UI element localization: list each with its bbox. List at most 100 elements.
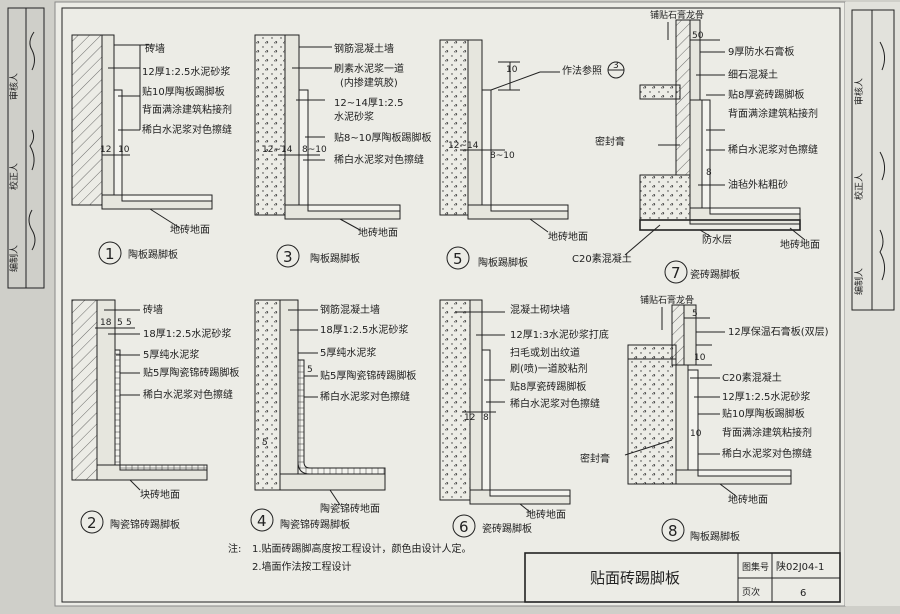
label: 12厚保温石膏板(双层) xyxy=(728,325,829,338)
detail-number: 4 xyxy=(257,512,267,530)
detail-caption: 瓷砖踢脚板 xyxy=(482,522,532,535)
atlas-number: 陕02J04-1 xyxy=(776,560,824,573)
signature xyxy=(29,31,35,71)
notes-prefix: 注: xyxy=(228,542,241,555)
detail-7: 铺贴石膏龙骨 50 9厚防水石膏板 细石混凝土 贴8厚瓷砖踢脚板 背面满涂建筑粘… xyxy=(572,9,820,284)
stamp-label: 审核人 xyxy=(8,73,20,100)
dimension: 5 xyxy=(117,318,123,328)
stamp-label: 编制人 xyxy=(853,268,865,295)
page-number: 6 xyxy=(800,588,806,599)
floor-label: 块砖地面 xyxy=(140,488,180,501)
label: 扫毛或划出纹道 xyxy=(510,346,580,359)
stamp-label: 编制人 xyxy=(8,245,20,272)
detail-number: 2 xyxy=(87,514,97,532)
dimension: 8 xyxy=(483,413,489,423)
detail-caption: 陶瓷锦砖踢脚板 xyxy=(280,518,350,531)
border-frame xyxy=(61,7,841,603)
detail-caption: 陶瓷锦砖踢脚板 xyxy=(110,518,180,531)
label: 贴10厚陶板踢脚板 xyxy=(142,85,225,98)
notes: 注: 1.贴面砖踢脚高度按工程设计，颜色由设计人定。 2.墙面作法按工程设计 xyxy=(228,542,472,573)
label: 刷(喷)一道胶粘剂 xyxy=(510,362,588,375)
stamp-label: 审核人 xyxy=(853,78,865,105)
stamp-label: 校正人 xyxy=(853,173,865,200)
detail-caption: 瓷砖踢脚板 xyxy=(690,268,740,281)
floor-label: 地砖地面 xyxy=(780,238,820,251)
detail-caption: 陶板踢脚板 xyxy=(128,248,178,261)
detail-1: 砖墙 12厚1:2.5水泥砂浆 贴10厚陶板踢脚板 背面满涂建筑粘接剂 稀白水泥… xyxy=(71,34,232,265)
floor-label: 地砖地面 xyxy=(358,226,398,239)
floor-label: 地砖地面 xyxy=(526,508,566,521)
label: 油毡外粘粗砂 xyxy=(728,178,788,191)
label: 细石混凝土 xyxy=(728,68,778,81)
label: 稀白水泥浆对色擦缝 xyxy=(320,390,410,403)
label: 稀白水泥浆对色擦缝 xyxy=(143,388,233,401)
detail-caption: 陶板踢脚板 xyxy=(310,252,360,265)
label: 稀白水泥浆对色擦缝 xyxy=(142,123,232,136)
top-label: 铺贴石膏龙骨 xyxy=(650,9,704,21)
stamp-label: 校正人 xyxy=(8,163,20,190)
signature xyxy=(29,129,35,171)
label: 钢筋混凝土墙 xyxy=(320,303,380,316)
label: 12厚1:3水泥砂浆打底 xyxy=(510,328,609,341)
detail-number: 8 xyxy=(668,522,678,540)
label: 贴5厚陶瓷锦砖踢脚板 xyxy=(320,369,416,382)
side-stamp-left: 编制人 校正人 审核人 xyxy=(7,7,45,289)
floor-label: 陶瓷锦砖地面 xyxy=(320,502,380,515)
atlas-label: 图集号 xyxy=(742,561,769,573)
label: 背面满涂建筑粘接剂 xyxy=(728,107,818,120)
label: 贴10厚陶板踢脚板 xyxy=(722,407,805,420)
label: 5厚纯水泥浆 xyxy=(320,346,376,359)
label: 水泥砂浆 xyxy=(334,110,374,123)
label: 砖墙 xyxy=(145,42,165,55)
label: 12厚1:2.5水泥砂浆 xyxy=(722,390,810,403)
dimension: 5 xyxy=(126,318,132,328)
signature xyxy=(28,209,36,251)
label: 贴5厚陶瓷锦砖踢脚板 xyxy=(143,366,239,379)
reference-number: 3 xyxy=(613,61,619,71)
dimension: 10 xyxy=(690,429,702,439)
label: 背面满涂建筑粘接剂 xyxy=(142,103,232,116)
dimension: 18 xyxy=(100,318,112,328)
label: 作法参照 xyxy=(562,64,602,77)
floor-label: 地砖地面 xyxy=(728,493,768,506)
dimension: 12~14 xyxy=(448,141,479,151)
label: C20素混凝土 xyxy=(722,371,782,384)
dimension: 10 xyxy=(118,145,130,155)
label: 贴8厚瓷砖踢脚板 xyxy=(728,88,804,101)
label: 稀白水泥浆对色擦缝 xyxy=(510,397,600,410)
label: 砖墙 xyxy=(143,303,163,316)
floor-label: 地砖地面 xyxy=(170,223,210,236)
label: 稀白水泥浆对色擦缝 xyxy=(728,143,818,156)
detail-number: 3 xyxy=(283,248,293,266)
detail-4: 钢筋混凝土墙 18厚1:2.5水泥砂浆 5厚纯水泥浆 贴5厚陶瓷锦砖踢脚板 稀白… xyxy=(250,299,416,532)
label: 18厚1:2.5水泥砂浆 xyxy=(320,323,408,336)
left-label: 密封膏 xyxy=(580,452,610,465)
label: 9厚防水石膏板 xyxy=(728,45,794,58)
detail-number: 1 xyxy=(105,245,115,263)
dimension: 5 xyxy=(692,309,698,319)
label: 稀白水泥浆对色擦缝 xyxy=(722,447,812,460)
label: 刷素水泥浆一道 xyxy=(334,62,404,75)
label: 钢筋混凝土墙 xyxy=(334,42,394,55)
label: 背面满涂建筑粘接剂 xyxy=(722,426,812,439)
label: 5厚纯水泥浆 xyxy=(143,348,199,361)
label: 12厚1:2.5水泥砂浆 xyxy=(142,65,230,78)
note-item: 1.贴面砖踢脚高度按工程设计，颜色由设计人定。 xyxy=(252,542,472,555)
detail-5: 10 作法参照 3 12~14 8~10 地砖地面 5 陶板踢脚板 xyxy=(439,39,625,270)
detail-6: 混凝土砌块墙 12厚1:3水泥砂浆打底 扫毛或划出纹道 刷(喷)一道胶粘剂 贴8… xyxy=(439,299,609,538)
side-stamp-right: 编制人 校正人 审核人 xyxy=(851,9,895,311)
dimension: 5 xyxy=(307,365,313,375)
dimension: 10 xyxy=(506,65,518,75)
label: 稀白水泥浆对色擦缝 xyxy=(334,153,424,166)
dimension: 8~10 xyxy=(490,151,515,161)
detail-caption: 陶板踢脚板 xyxy=(690,530,740,543)
detail-8: 铺贴石膏龙骨 5 12厚保温石膏板(双层) 10 C20素混凝土 12厚1:2.… xyxy=(580,294,829,543)
dimension: 8 xyxy=(706,168,712,178)
drawing-title: 贴面砖踢脚板 xyxy=(590,569,680,587)
detail-2: 18 5 5 砖墙 18厚1:2.5水泥砂浆 5厚纯水泥浆 贴5厚陶瓷锦砖踢脚板… xyxy=(71,299,239,534)
label: 贴8厚瓷砖踢脚板 xyxy=(510,380,586,393)
label: 贴8~10厚陶板踢脚板 xyxy=(334,131,431,144)
dimension: 12 xyxy=(100,145,111,155)
